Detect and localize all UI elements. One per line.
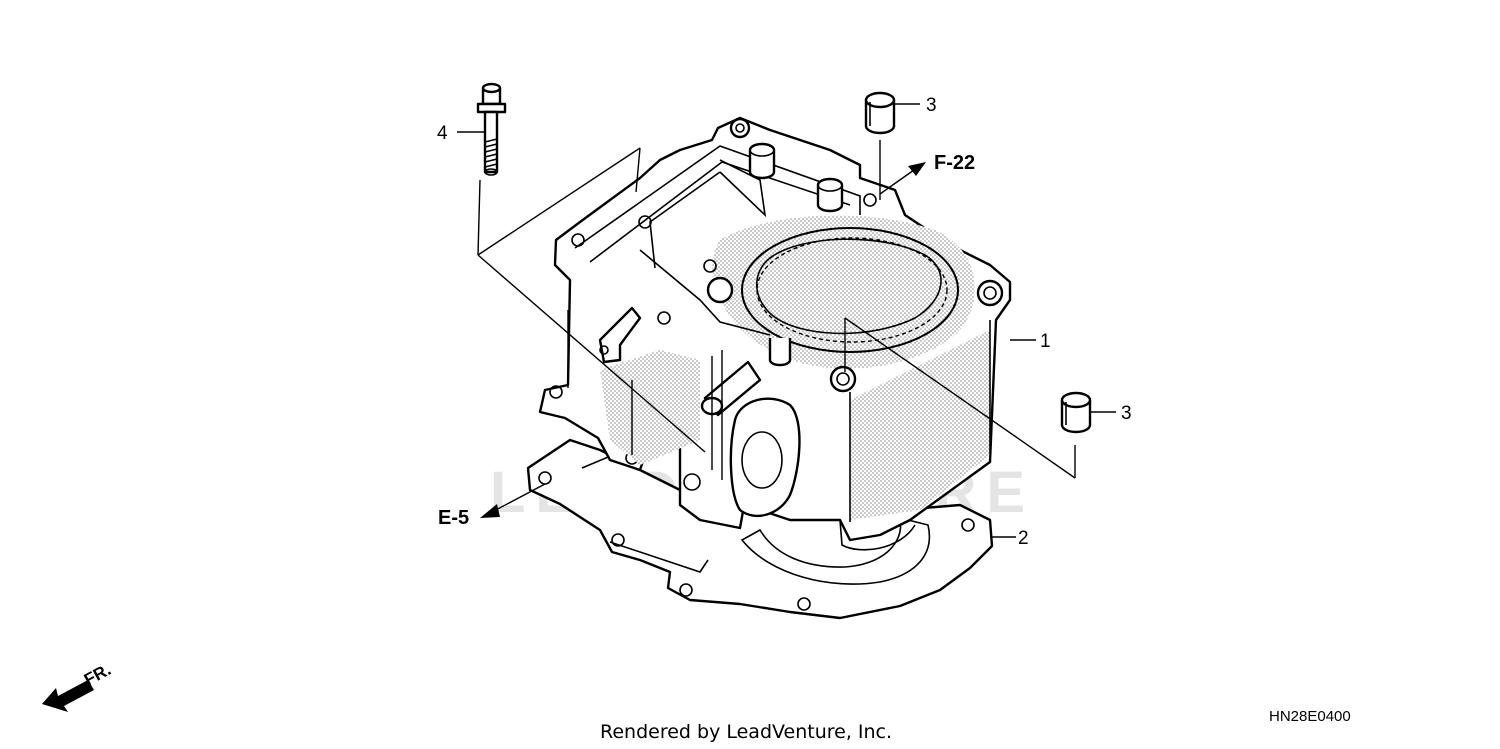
callout-1[interactable]: 1: [1040, 331, 1051, 352]
callout-2[interactable]: 2: [1018, 528, 1029, 549]
footer-credit: Rendered by LeadVenture, Inc.: [600, 721, 892, 743]
front-arrow-icon: [42, 680, 94, 712]
flange-bolt[interactable]: [476, 82, 507, 176]
reference-e5[interactable]: E-5: [438, 507, 469, 529]
diagram-code: HN28E0400: [1269, 708, 1351, 725]
leader-lines: [457, 103, 1116, 538]
reference-arrow-icon: [879, 162, 926, 195]
dowel-pin-upper[interactable]: [864, 91, 896, 135]
callout-3-upper[interactable]: 3: [926, 95, 937, 116]
callout-4[interactable]: 4: [437, 123, 448, 144]
dowel-pin-lower[interactable]: [1060, 391, 1092, 434]
reference-arrow-icon: [480, 483, 546, 518]
cylinder-body[interactable]: [538, 116, 1012, 551]
callout-3-lower[interactable]: 3: [1121, 403, 1132, 424]
reference-f22[interactable]: F-22: [934, 152, 975, 174]
